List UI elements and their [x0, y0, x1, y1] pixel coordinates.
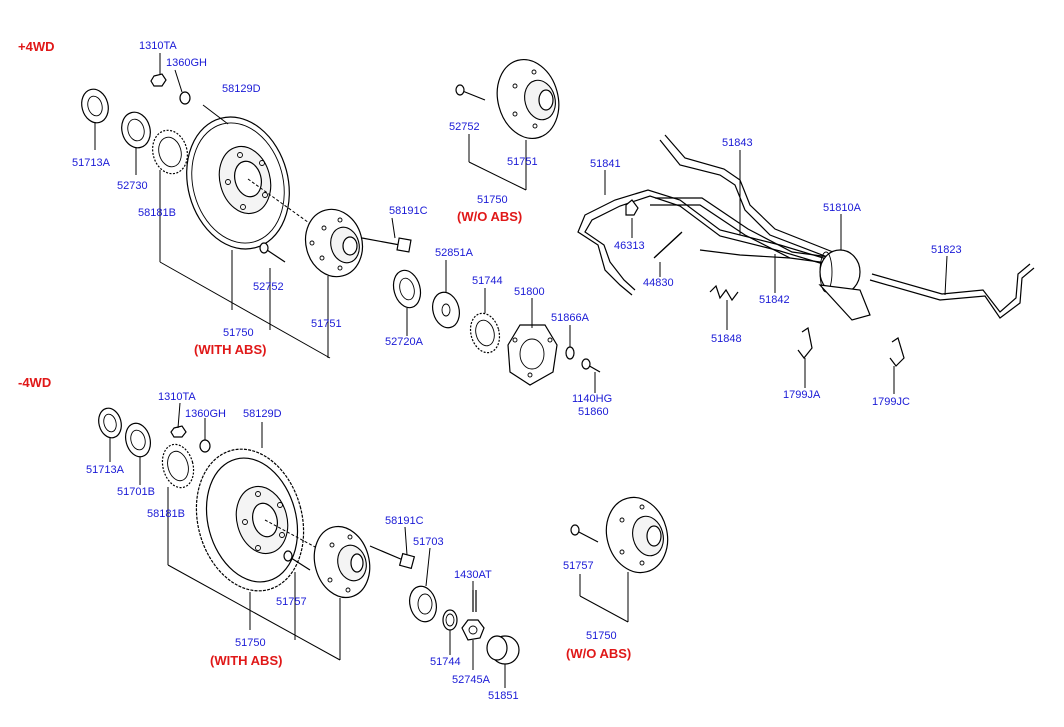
- bolt-1140HG: [581, 358, 601, 373]
- label-51750-wo-abs: 51750: [477, 194, 508, 206]
- brake-disc-bottom: [195, 448, 331, 592]
- label-52745A: 52745A: [452, 674, 490, 686]
- label-51810A: 51810A: [823, 202, 861, 214]
- label-51757-bottom: 51757: [276, 596, 307, 608]
- label-1310TA-bottom: 1310TA: [158, 391, 196, 403]
- label-46313: 46313: [614, 240, 645, 252]
- locking-hub-51800: [507, 324, 558, 386]
- ring-51744-bottom: [442, 609, 458, 631]
- oil-seal-top: [81, 88, 109, 124]
- bolt-58191C-top: [361, 237, 412, 253]
- label-51750-bottom: 51750: [235, 637, 266, 649]
- label-52730: 52730: [117, 180, 148, 192]
- oil-seal-bottom: [98, 407, 122, 439]
- hub-bottom-wo-abs: [570, 496, 669, 574]
- wo-abs-top-label: (W/O ABS): [457, 209, 523, 224]
- cap-51703: [409, 585, 437, 623]
- tone-ring-bottom: [161, 443, 195, 489]
- bearing-top: [121, 111, 151, 149]
- label-51757-wo-abs: 51757: [563, 560, 594, 572]
- brake-lines: [577, 134, 1035, 367]
- section-plus-4wd: +4WD: [18, 39, 55, 54]
- label-51843: 51843: [722, 137, 753, 149]
- hub-bottom-abs: [313, 525, 371, 599]
- washer-bottom: [199, 439, 211, 453]
- label-51851: 51851: [488, 690, 519, 702]
- label-51744-bottom: 51744: [430, 656, 461, 668]
- with-abs-bottom-label: (WITH ABS): [210, 653, 283, 668]
- label-58181B-top: 58181B: [138, 207, 176, 219]
- label-51751-top: 51751: [311, 318, 342, 330]
- seal-52720A: [392, 269, 422, 309]
- section-minus-4wd: -4WD: [18, 375, 52, 390]
- stud-51757: [283, 550, 311, 571]
- label-58181B-bottom: 58181B: [147, 508, 185, 520]
- label-51848: 51848: [711, 333, 742, 345]
- label-51823: 51823: [931, 244, 962, 256]
- label-52752-wo-abs: 52752: [449, 121, 480, 133]
- label-51701B: 51701B: [117, 486, 155, 498]
- bolt-58191C-bottom: [369, 545, 416, 570]
- label-1310TA-top: 1310TA: [139, 40, 177, 52]
- label-51860: 51860: [578, 406, 609, 418]
- nut-52745A: [461, 619, 485, 641]
- tone-ring-top: [152, 129, 188, 175]
- wo-abs-bottom-label: (W/O ABS): [566, 646, 632, 661]
- ring-51744-top: [469, 312, 501, 354]
- hub-top-abs: [304, 208, 364, 278]
- label-51713A-bottom: 51713A: [86, 464, 124, 476]
- label-44830: 44830: [643, 277, 674, 289]
- leader-lines-bottom: [109, 402, 629, 688]
- with-abs-top-label: (WITH ABS): [194, 342, 267, 357]
- label-58191C-top: 58191C: [389, 205, 428, 217]
- leader-lines-brake: [604, 150, 948, 394]
- label-51744-top: 51744: [472, 275, 503, 287]
- label-1799JA: 1799JA: [783, 389, 821, 401]
- leader-lines-top: [94, 122, 596, 393]
- label-58129D-top: 58129D: [222, 83, 261, 95]
- label-52752-top: 52752: [253, 281, 284, 293]
- label-1360GH-top: 1360GH: [166, 57, 207, 69]
- label-51842: 51842: [759, 294, 790, 306]
- brake-disc-top: [186, 104, 331, 250]
- label-1140HG: 1140HG: [572, 393, 613, 405]
- label-51841: 51841: [590, 158, 621, 170]
- label-51750-top: 51750: [223, 327, 254, 339]
- label-51866A: 51866A: [551, 312, 589, 324]
- hub-top-wo-abs: [455, 58, 560, 140]
- label-51751-wo-abs: 51751: [507, 156, 538, 168]
- label-1360GH-bottom: 1360GH: [185, 408, 226, 420]
- label-51713A-top: 51713A: [72, 157, 110, 169]
- label-52720A: 52720A: [385, 336, 423, 348]
- cap-51851: [486, 635, 520, 665]
- pin-1430AT: [472, 590, 477, 612]
- label-52851A: 52851A: [435, 247, 473, 259]
- label-58191C-bottom: 58191C: [385, 515, 424, 527]
- label-58129D-bottom: 58129D: [243, 408, 282, 420]
- label-51750-wo-abs: 51750: [586, 630, 617, 642]
- washer-52851A: [432, 291, 460, 329]
- label-1799JC: 1799JC: [872, 396, 910, 408]
- label-1430AT: 1430AT: [454, 569, 492, 581]
- label-51703: 51703: [413, 536, 444, 548]
- stud-52752-top: [259, 242, 286, 263]
- label-51800: 51800: [514, 286, 545, 298]
- washer-top: [174, 69, 191, 105]
- bearing-51701B: [125, 422, 151, 458]
- nut-bottom: [170, 425, 187, 438]
- washer-51866A: [565, 346, 575, 360]
- nut-top: [150, 53, 167, 87]
